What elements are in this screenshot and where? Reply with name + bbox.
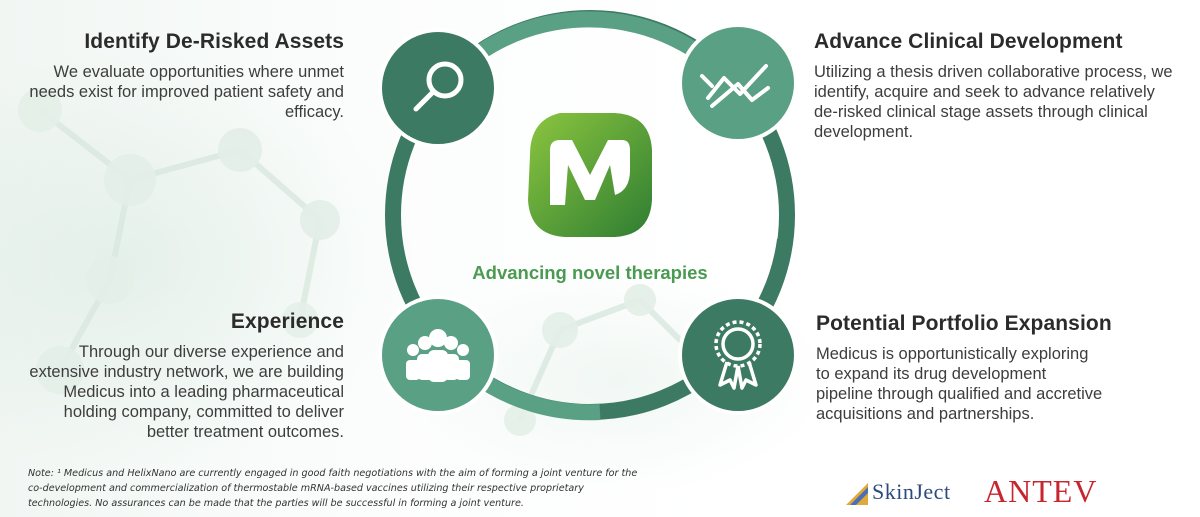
- footnote-line: technologies. No assurances can be made …: [28, 498, 524, 509]
- portfolio-line: acquisitions and partnerships.: [816, 405, 1035, 423]
- advance-section: Advance Clinical Development Utilizing a…: [814, 30, 1199, 142]
- advance-line: development.: [814, 123, 914, 141]
- center-tagline: Advancing novel therapies: [472, 262, 708, 283]
- advance-node: [678, 23, 798, 143]
- partner-logos: SkinJect ANTEV: [844, 473, 1104, 513]
- portfolio-node: [678, 295, 798, 415]
- identify-line: efficacy.: [285, 103, 344, 121]
- advance-line: de-risked clinical stage assets through …: [814, 103, 1148, 121]
- medicus-logo: [528, 113, 652, 237]
- identify-title: Identify De-Risked Assets: [84, 30, 344, 53]
- advance-title: Advance Clinical Development: [814, 30, 1123, 53]
- experience-node: [378, 295, 498, 415]
- experience-line: holding company, committed to deliver: [63, 403, 344, 421]
- skinject-logo-mark: [846, 483, 868, 505]
- experience-line: extensive industry network, we are build…: [29, 363, 344, 381]
- experience-line: Medicus into a leading pharmaceutical: [63, 383, 344, 401]
- people-group-icon: [406, 329, 470, 382]
- advance-line: Utilizing a thesis driven collaborative …: [814, 63, 1173, 81]
- identify-section: Identify De-Risked Assets We evaluate op…: [6, 30, 344, 122]
- experience-line: better treatment outcomes.: [146, 423, 344, 441]
- portfolio-description: Medicus is opportunistically exploring t…: [816, 344, 1186, 424]
- portfolio-title: Potential Portfolio Expansion: [816, 312, 1112, 335]
- identify-line: needs exist for improved patient safety …: [29, 83, 344, 101]
- identify-line: We evaluate opportunities where unmet: [53, 63, 344, 81]
- portfolio-line: to expand its drug development: [816, 365, 1047, 383]
- footnote-line: Note: ¹ Medicus and HelixNano are curren…: [28, 468, 638, 479]
- identify-node: [378, 28, 498, 148]
- portfolio-line: pipeline through qualified and accretive: [816, 385, 1103, 403]
- experience-line: Through our diverse experience and: [78, 343, 344, 361]
- identify-description: We evaluate opportunities where unmet ne…: [6, 62, 344, 122]
- experience-description: Through our diverse experience and exten…: [6, 342, 344, 442]
- award-ribbon-icon: [714, 320, 762, 390]
- magnifier-icon: [413, 61, 464, 112]
- trend-chart-icon: [700, 64, 770, 108]
- antev-logo: ANTEV: [984, 473, 1098, 509]
- portfolio-line: Medicus is opportunistically exploring: [816, 345, 1089, 363]
- footnote-line: co-development and commercialization of …: [28, 483, 584, 494]
- experience-section: Experience Through our diverse experienc…: [6, 310, 344, 442]
- footnote: Note: ¹ Medicus and HelixNano are curren…: [28, 466, 688, 511]
- advance-description: Utilizing a thesis driven collaborative …: [814, 62, 1199, 142]
- advance-line: identify, acquire and seek to advance re…: [814, 83, 1155, 101]
- experience-title: Experience: [230, 310, 344, 333]
- portfolio-section: Potential Portfolio Expansion Medicus is…: [816, 312, 1186, 424]
- skinject-logo: SkinJect: [872, 479, 951, 504]
